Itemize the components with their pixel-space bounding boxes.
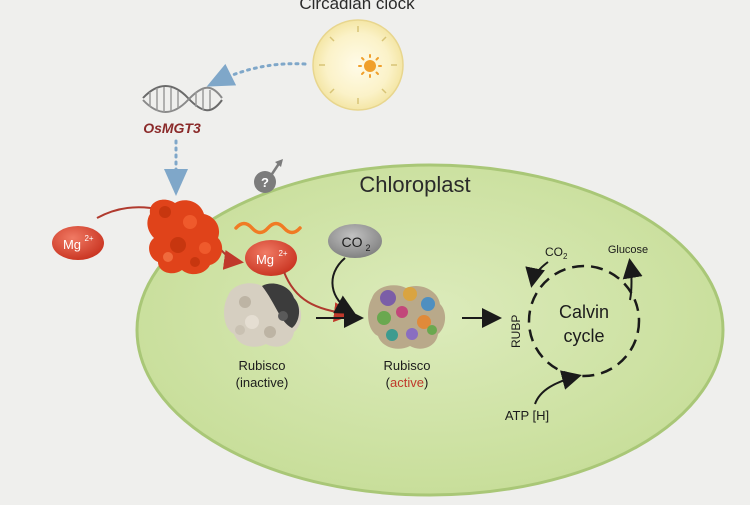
glucose-label: Glucose <box>608 244 648 256</box>
co2-into-cycle-arrow <box>525 261 549 288</box>
dna-helix-icon <box>142 85 223 113</box>
calvin-cycle-line1: Calvin <box>559 302 609 322</box>
co2-label: CO <box>342 234 363 250</box>
co2-small-label: CO2 <box>545 245 568 261</box>
rubisco-active-name: Rubisco <box>384 358 431 373</box>
co2-subscript: 2 <box>365 243 370 253</box>
gene-label: OsMGT3 <box>143 120 201 136</box>
rubisco-active-paren-open: ( <box>386 375 391 390</box>
rubisco-inactive-name: Rubisco <box>239 358 286 373</box>
rubisco-active-state: active <box>390 375 424 390</box>
mgt3-transporter-icon <box>147 199 223 275</box>
mg-ion-outside-label: Mg <box>63 237 81 252</box>
atp-label: ATP [H] <box>505 408 549 423</box>
rubp-label: RUBP <box>509 315 523 348</box>
rubisco-active-icon <box>368 285 446 349</box>
atp-into-cycle-arrow <box>534 370 582 405</box>
chloroplast-label: Chloroplast <box>359 172 470 197</box>
mg-ion-outside-charge: 2+ <box>84 234 93 243</box>
wavy-signal-icon <box>234 221 302 235</box>
rubisco-active-paren-close: ) <box>424 375 428 390</box>
circadian-clock-title: Circadian clock <box>299 0 415 13</box>
co2-molecule: CO 2 <box>328 224 382 258</box>
svg-text:?: ? <box>261 175 269 190</box>
rubisco-active-state-line: (active) <box>386 375 429 390</box>
rubisco-inactive-icon <box>224 283 302 347</box>
mg-ion-outside: Mg 2+ <box>52 226 104 260</box>
glucose-out-arrow <box>622 258 643 301</box>
calvin-cycle-line2: cycle <box>563 326 604 346</box>
mg-ion-inside: Mg 2+ <box>245 240 297 276</box>
clock-to-gene-arrow <box>206 62 307 87</box>
mg-ion-inside-label: Mg <box>256 252 274 267</box>
question-arrow-icon: ? <box>254 159 283 193</box>
mg-ion-inside-charge: 2+ <box>278 249 287 258</box>
calvin-cycle-ring <box>527 264 641 378</box>
co2-small-sub: 2 <box>563 252 568 261</box>
sun-moon-icon <box>312 19 404 111</box>
rubisco-inactive-state: (inactive) <box>236 375 289 390</box>
co2-small-text: CO <box>545 245 563 259</box>
